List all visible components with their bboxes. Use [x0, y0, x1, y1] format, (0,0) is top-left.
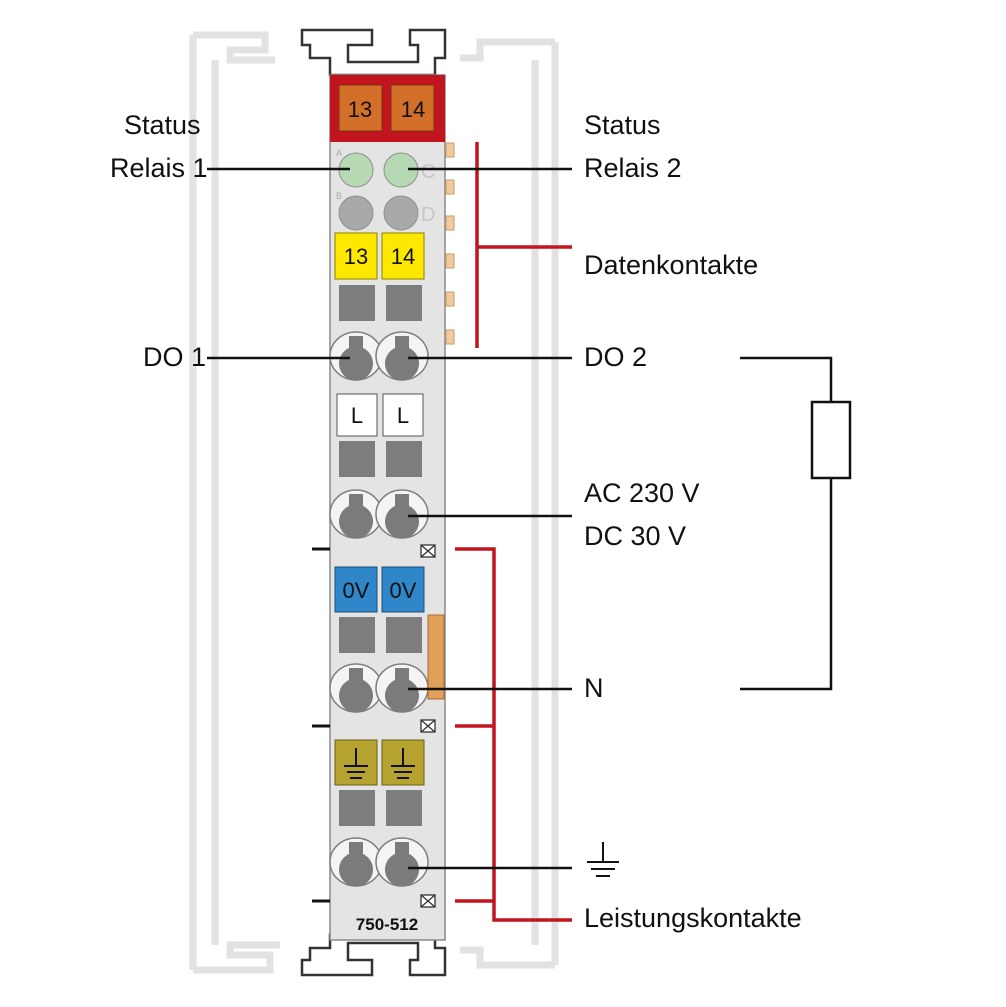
led-letter-b: B [336, 191, 342, 201]
release-button [386, 617, 422, 653]
clamp-pe1 [329, 837, 383, 888]
led-letter-d: D [421, 204, 435, 226]
clamp-do2 [375, 331, 429, 382]
release-button [339, 285, 375, 321]
label-relais-1: Relais 1 [110, 153, 208, 183]
terminal-label-l2: L [397, 403, 409, 428]
release-button [339, 790, 375, 826]
terminal-label-0v-1: 0V [343, 578, 370, 603]
release-button [339, 617, 375, 653]
module-side-ticks [312, 547, 330, 903]
terminal-label-0v-2: 0V [390, 578, 417, 603]
label-datenkontakte: Datenkontakte [584, 250, 759, 280]
led-letter-a: A [336, 148, 342, 158]
label-n: N [584, 673, 604, 703]
neighbour-outline [189, 31, 559, 974]
din-clip-top [300, 28, 447, 77]
release-button [386, 441, 422, 477]
terminal-marker-14 [381, 232, 425, 280]
leader-lines [207, 167, 572, 870]
label-status-left: Status [124, 110, 201, 140]
led-b [338, 195, 374, 231]
led-letter-c: C [421, 161, 435, 183]
terminal-label-14: 14 [391, 244, 415, 269]
label-leistungskontakte: Leistungskontakte [584, 903, 802, 933]
terminal-marker-l1 [336, 393, 378, 437]
terminal-label-13: 13 [344, 244, 368, 269]
din-clip-bottom [300, 933, 447, 977]
power-jumper [427, 614, 445, 700]
datenkontakte-bracket [475, 142, 572, 348]
terminal-label-13-top: 13 [348, 97, 372, 122]
terminal-label-14-top: 14 [401, 97, 425, 122]
label-status-right: Status [584, 110, 661, 140]
terminal-marker-0v-1 [334, 566, 378, 613]
module-model-label: 750-512 [356, 915, 418, 934]
ground-icon [344, 748, 368, 779]
terminal-marker-13-top [338, 84, 383, 132]
data-contacts [445, 142, 455, 345]
terminal-marker-13 [334, 232, 378, 280]
release-button [339, 441, 375, 477]
release-button [386, 790, 422, 826]
release-button [386, 285, 422, 321]
ground-icon [391, 748, 415, 779]
label-relais-2: Relais 2 [584, 153, 682, 183]
load-circuit [740, 356, 833, 691]
terminal-marker-14-top [390, 84, 435, 132]
clamp-n1 [329, 663, 383, 714]
clamp-pe2 [375, 837, 429, 888]
label-do1: DO 1 [143, 342, 207, 372]
label-do2: DO 2 [584, 342, 648, 372]
power-contact-marker [420, 544, 436, 908]
clamp-l1 [329, 489, 383, 540]
led-d [383, 195, 419, 231]
clamp-l2 [375, 489, 429, 540]
leistungskontakte-bracket [455, 547, 572, 922]
ground-icon [587, 842, 619, 877]
resistor-icon [810, 400, 852, 480]
terminal-label-l1: L [351, 403, 363, 428]
clamp-do1 [329, 331, 383, 382]
label-dc: DC 30 V [584, 521, 687, 551]
label-ac: AC 230 V [584, 478, 700, 508]
terminal-marker-0v-2 [381, 566, 425, 613]
terminal-marker-l2 [382, 393, 424, 437]
